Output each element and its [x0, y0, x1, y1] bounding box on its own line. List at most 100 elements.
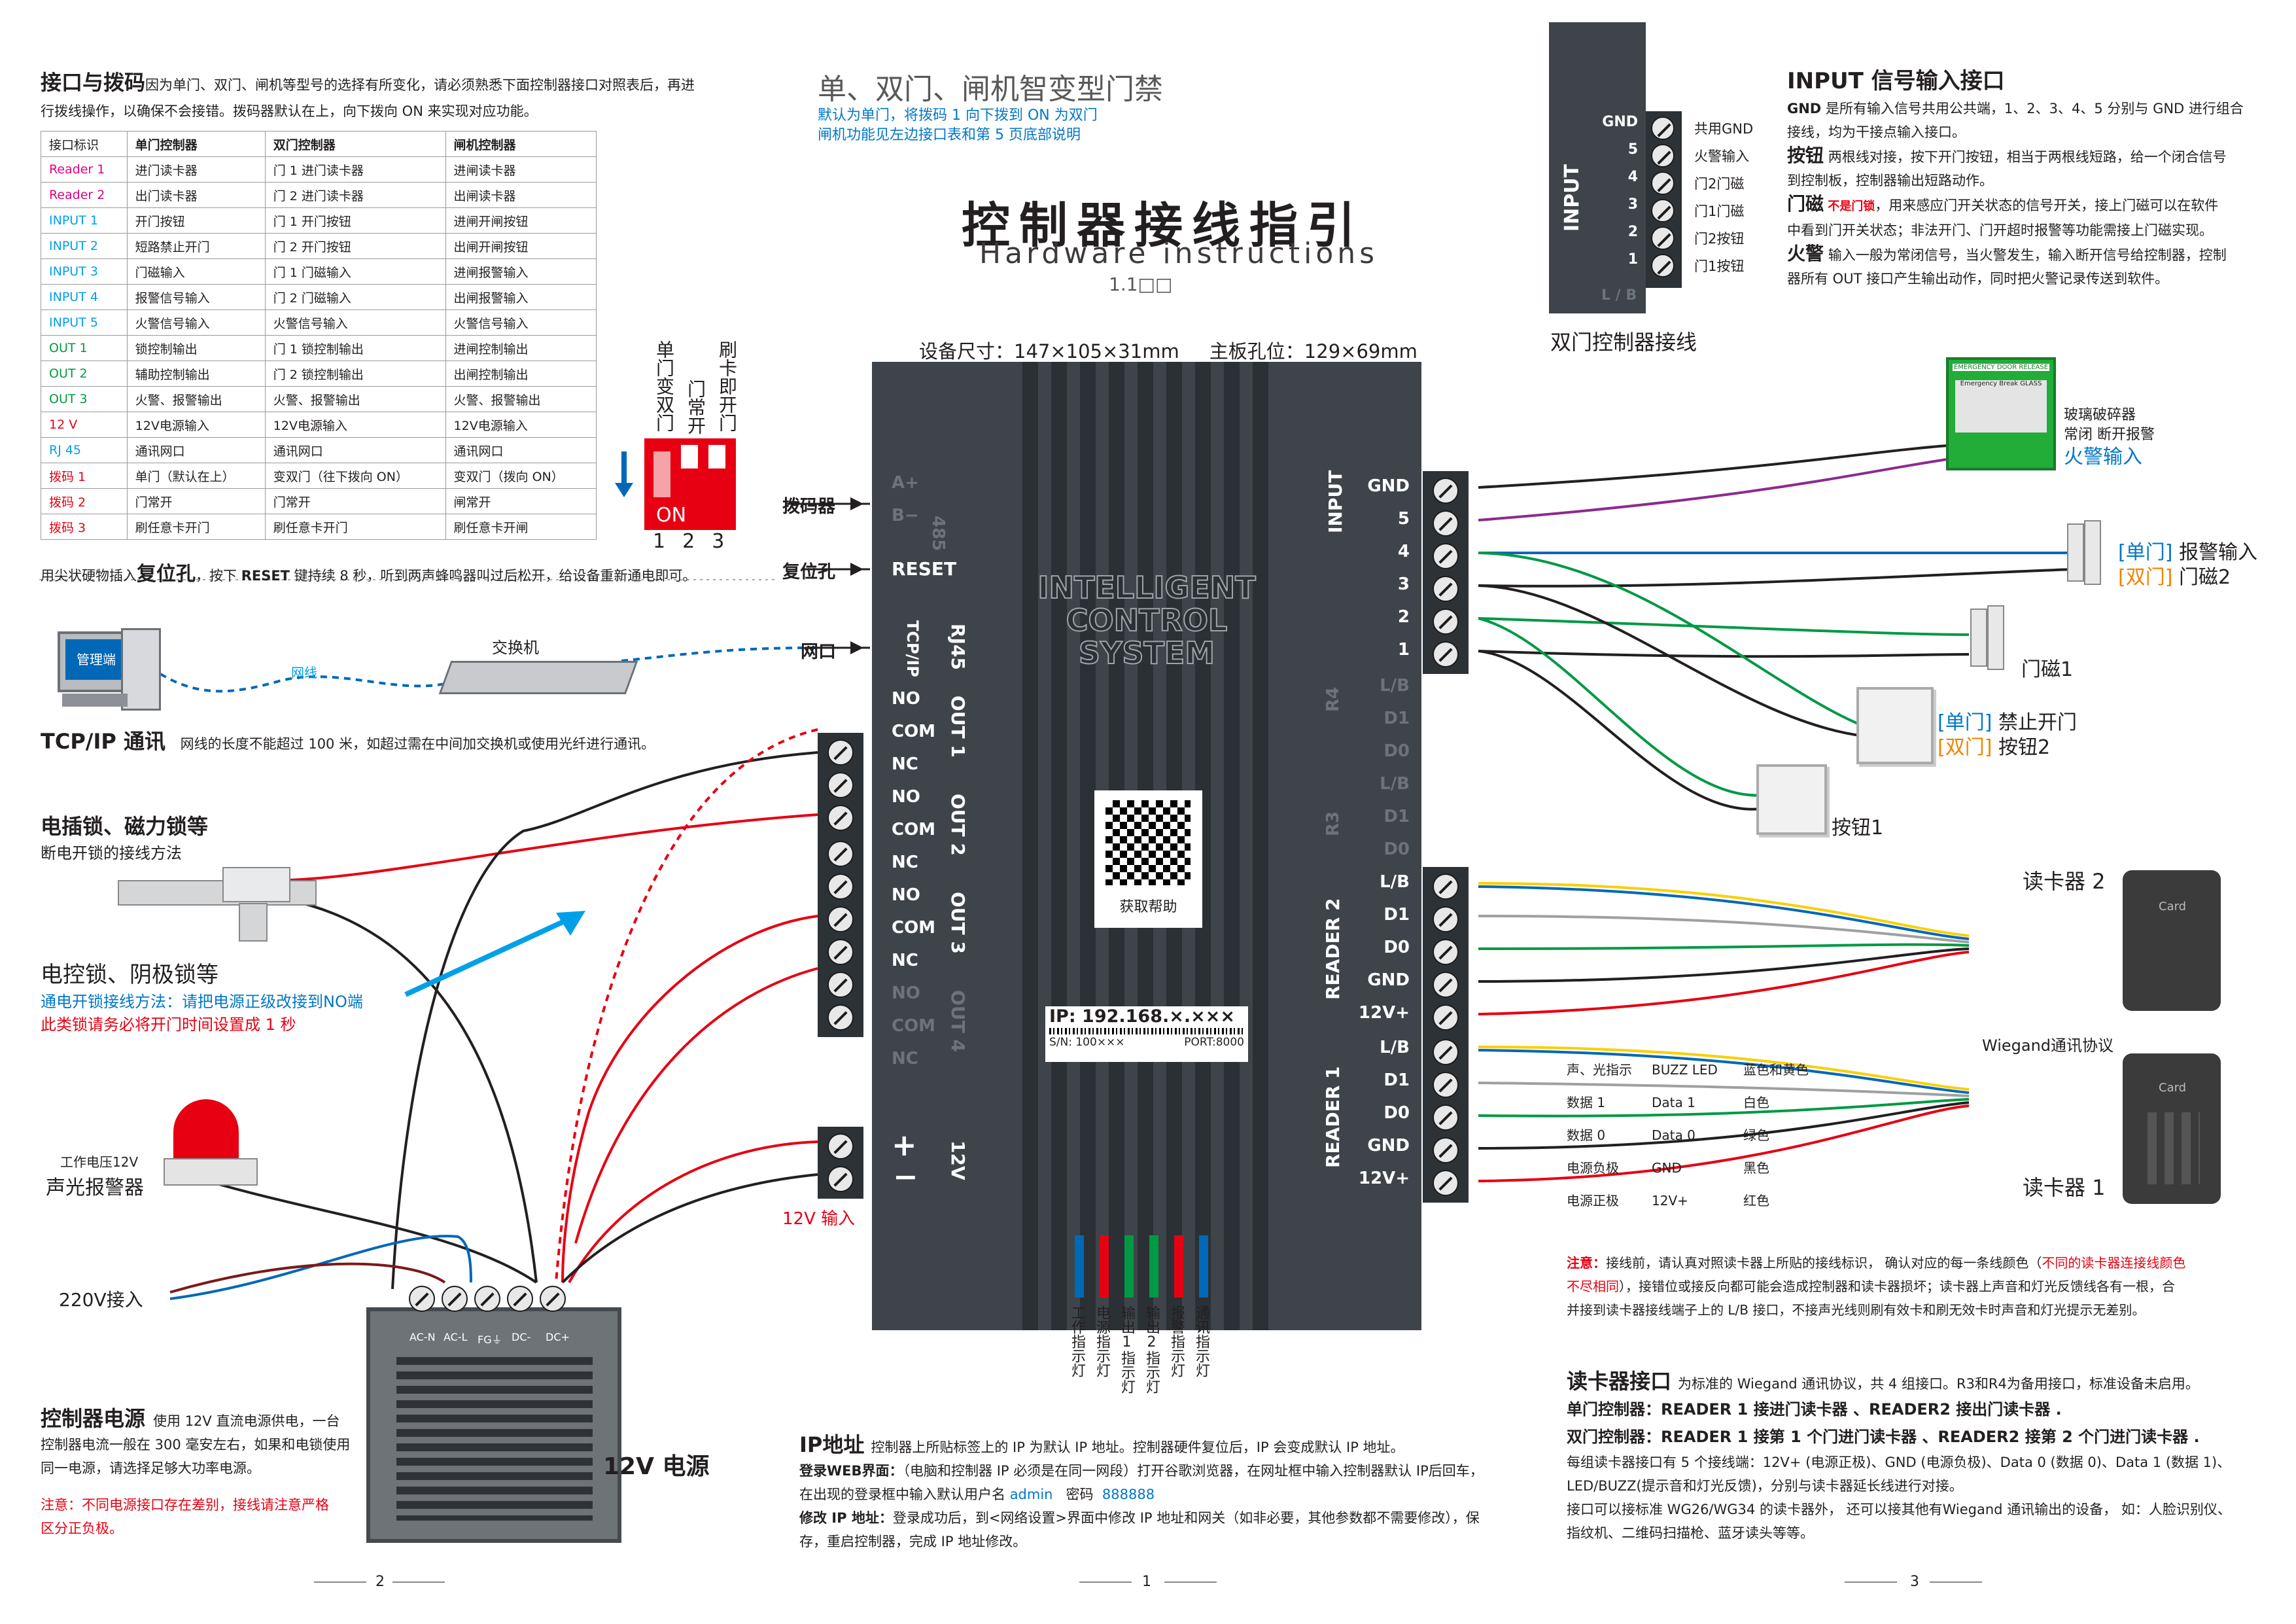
- double-terminal-screw[interactable]: [1651, 171, 1675, 195]
- qr-code-icon: [1105, 800, 1191, 885]
- terminal-screw[interactable]: [827, 874, 854, 900]
- terminal-screw[interactable]: [1433, 576, 1459, 602]
- input-label: INPUT: [1325, 470, 1346, 533]
- btn-desc1: 两根线对接，按下开门按钮，相当于两根线短路，给一个闭合信号: [1824, 149, 2227, 165]
- door1-label: 门磁1: [2021, 658, 2074, 681]
- double-desc: 门1门磁: [1694, 203, 1745, 219]
- double-terminal-screw[interactable]: [1651, 199, 1675, 222]
- output-pin-label: NC: [892, 1049, 918, 1068]
- dip-toggle-1[interactable]: [653, 451, 670, 497]
- login-label: 登录WEB界面：: [799, 1463, 903, 1479]
- terminal-screw[interactable]: [827, 772, 854, 798]
- double-terminal-screw[interactable]: [1651, 116, 1675, 140]
- terminal-screw[interactable]: [1433, 510, 1459, 537]
- terminal-screw[interactable]: [1433, 1072, 1459, 1098]
- terminal-screw[interactable]: [1433, 972, 1459, 998]
- psu-note-red1: 注意：不同电源接口存在差别，接线请注意严格: [41, 1497, 329, 1513]
- led-label: 报警指示灯: [1168, 1305, 1185, 1377]
- power-label: 12V: [947, 1140, 969, 1180]
- output-pin-label: NC: [892, 951, 918, 970]
- wire-name: Data 0: [1652, 1127, 1696, 1143]
- intro-block: 接口与拨码因为单门、双门、闸机等型号的选择有所变化，请必须熟悉下面控制器接口对照…: [41, 69, 780, 124]
- psu-screw: [474, 1286, 500, 1312]
- pin-gate: 出闸读卡器: [445, 182, 597, 208]
- terminal-screw[interactable]: [827, 1004, 854, 1031]
- modify-desc2: 存，重启控制器，完成 IP 地址修改。: [799, 1534, 1027, 1549]
- terminal-screw[interactable]: [827, 972, 854, 998]
- pin-label: GND: [1367, 1136, 1410, 1156]
- side-label-dip: 拨码器: [782, 497, 835, 517]
- forbid: 禁止开门: [1992, 711, 2077, 734]
- terminal-screw[interactable]: [827, 1166, 854, 1192]
- pc-tower-icon: [121, 628, 161, 711]
- fire-desc2: 器所有 OUT 接口产生输出动作，同时把火警记录传送到软件。: [1787, 271, 2169, 287]
- tcp-desc: 网线的长度不能超过 100 米，如超过需在中间加交换机或使用光纤进行通讯。: [180, 736, 655, 752]
- wire-input-1b: [1478, 650, 1767, 811]
- wire-r1-green: [1478, 1098, 1970, 1118]
- double-input-label: INPUT: [1561, 164, 1584, 232]
- terminal-screw[interactable]: [827, 739, 854, 766]
- terminal-screw[interactable]: [827, 841, 854, 867]
- terminal-screw[interactable]: [1433, 1004, 1459, 1031]
- pin-single: 报警信号输入: [126, 284, 266, 310]
- terminal-screw[interactable]: [1433, 1170, 1459, 1196]
- output-name: OUT 4: [947, 990, 969, 1052]
- terminal-screw[interactable]: [1433, 478, 1459, 504]
- pin-label: 5: [1397, 509, 1410, 529]
- wire-r2-yellow: [1478, 882, 1970, 937]
- reader-desc1: 每组读卡器接口有 5 个接线端：12V+ (电源正极)、GND (电源负极)、D…: [1567, 1455, 2231, 1470]
- terminal-screw[interactable]: [1433, 874, 1459, 900]
- rj45-port[interactable]: RJ45: [947, 624, 969, 670]
- forbid-btn2-labels: [单门] 禁止开门 [双门] 按钮2: [1938, 711, 2077, 760]
- psu-terminal-label: FG⏚: [478, 1333, 502, 1346]
- terminal-screw[interactable]: [827, 906, 854, 932]
- double-terminal-screw[interactable]: [1651, 226, 1675, 250]
- pin-label: L/B: [1380, 774, 1410, 794]
- brand-text: INTELLIGENT CONTROL SYSTEM: [1032, 571, 1261, 671]
- card-text: Card: [2159, 1081, 2187, 1095]
- double-tag: [双门]: [2118, 566, 2173, 589]
- btn-desc2: 到控制板，控制器输出短路动作。: [1787, 173, 1993, 188]
- reader-intro: 为标准的 Wiegand 通讯协议，共 4 组接口。R3和R4为备用接口，标准设…: [1678, 1376, 2199, 1392]
- terminal-screw[interactable]: [1433, 1137, 1459, 1163]
- terminal-screw[interactable]: [1433, 1104, 1459, 1131]
- double-terminal-screw[interactable]: [1651, 144, 1675, 168]
- terminal-screw[interactable]: [1433, 939, 1459, 965]
- terminal-screw[interactable]: [827, 1133, 854, 1159]
- gnd-b: GND: [1787, 101, 1822, 116]
- terminal-block: [1423, 471, 1469, 674]
- terminal-screw[interactable]: [1433, 641, 1459, 667]
- fire-glass-breaker: EMERGENCY DOOR RELEASE Emergency Break G…: [1946, 357, 2056, 470]
- brand-line: SYSTEM: [1078, 635, 1215, 671]
- keypad-icon: [2148, 1112, 2200, 1184]
- terminal-screw[interactable]: [827, 939, 854, 965]
- double-terminal-screw[interactable]: [1651, 254, 1675, 277]
- wire-r1-black: [1478, 1101, 1970, 1150]
- dip-toggle-3[interactable]: [708, 445, 725, 468]
- terminal-screw[interactable]: [827, 805, 854, 831]
- pin-gate: 火警、报警输出: [445, 386, 597, 412]
- wire-input-gnd: [1478, 444, 1957, 489]
- wire-color: 白色: [1743, 1095, 1769, 1110]
- wire-color: 蓝色和黄色: [1743, 1062, 1809, 1078]
- terminal-screw[interactable]: [1433, 609, 1459, 635]
- dip-toggle-2[interactable]: [681, 445, 698, 468]
- led-indicator: [1075, 1235, 1084, 1297]
- pin-double: 门 1 门磁输入: [264, 258, 446, 285]
- controller-board: A+ B− 485 RESET TCP/IP RJ45 INTELLIGENT …: [872, 362, 1421, 1330]
- terminal-screw[interactable]: [1433, 1039, 1459, 1065]
- led-indicator: [1124, 1235, 1134, 1297]
- output-name: OUT 3: [947, 892, 969, 954]
- lock-bolt-icon: [239, 903, 268, 942]
- terminal-screw[interactable]: [1433, 543, 1459, 569]
- reset-button[interactable]: RESET: [892, 558, 957, 580]
- pin-double: 刷任意卡开门: [264, 514, 446, 540]
- terminal-screw[interactable]: [1433, 906, 1459, 932]
- wire-r1-white: [1478, 1082, 1970, 1097]
- qr-card[interactable]: 获取帮助: [1094, 790, 1202, 928]
- dip-switch[interactable]: ON: [644, 438, 736, 530]
- reset-note-bold: 复位孔: [137, 563, 196, 586]
